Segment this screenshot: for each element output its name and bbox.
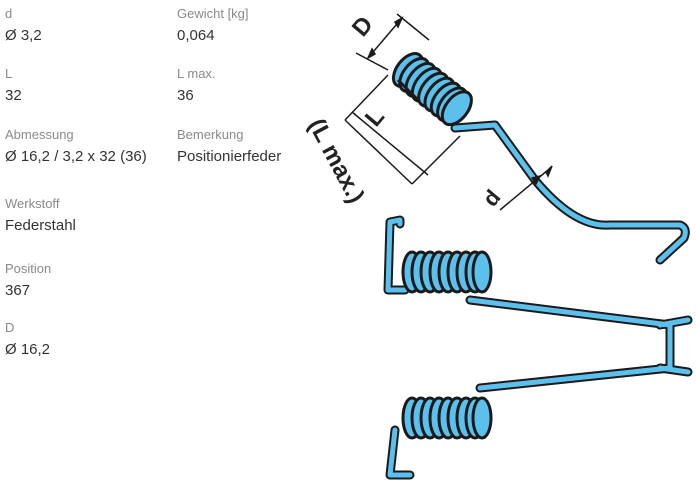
spec-label: D [5, 320, 15, 335]
spec-value: Ø 16,2 / 3,2 x 32 (36) [5, 148, 147, 165]
spec-label: d [5, 6, 13, 21]
spec-value: Federstahl [5, 217, 76, 234]
dim-label-d-outer: D [347, 11, 379, 42]
spec-label: Position [5, 261, 52, 276]
spec-label: Gewicht [kg] [177, 6, 249, 21]
spring-top-view [383, 215, 693, 480]
spec-label: Bemerkung [177, 127, 244, 142]
spec-value: Ø 3,2 [5, 27, 42, 44]
dimension-lines [344, 13, 553, 211]
spec-value: Ø 16,2 [5, 341, 51, 358]
dim-label-l-max: (L max.) [303, 114, 370, 208]
spec-label: L [5, 66, 13, 81]
spring-side-view [386, 46, 690, 265]
spec-value: 0,064 [177, 27, 215, 44]
spec-value: Positionierfeder [177, 148, 282, 165]
dim-label-d-wire: d [478, 185, 506, 211]
dimension-labels: D L (L max.) d [303, 11, 506, 211]
spec-outer-diameter: D Ø 16,2 [5, 320, 50, 359]
spec-material: Werkstoff Federstahl [5, 196, 76, 235]
spec-value: 32 [5, 87, 22, 104]
spec-weight: Gewicht [kg] 0,064 [177, 6, 249, 45]
spec-dimension: Abmessung Ø 16,2 / 3,2 x 32 (36) [5, 127, 147, 166]
spec-d: d Ø 3,2 [5, 6, 42, 45]
spec-l-max: L max. 36 [177, 66, 216, 105]
spec-remark: Bemerkung Positionierfeder [177, 127, 281, 166]
spec-label: L max. [177, 66, 216, 81]
spec-label: Abmessung [5, 127, 74, 142]
spec-position: Position 367 [5, 261, 51, 300]
dim-label-l: L [360, 103, 390, 132]
spec-value: 36 [177, 87, 194, 104]
spec-l: L 32 [5, 66, 22, 105]
spec-label: Werkstoff [5, 196, 60, 211]
spec-value: 367 [5, 282, 31, 299]
